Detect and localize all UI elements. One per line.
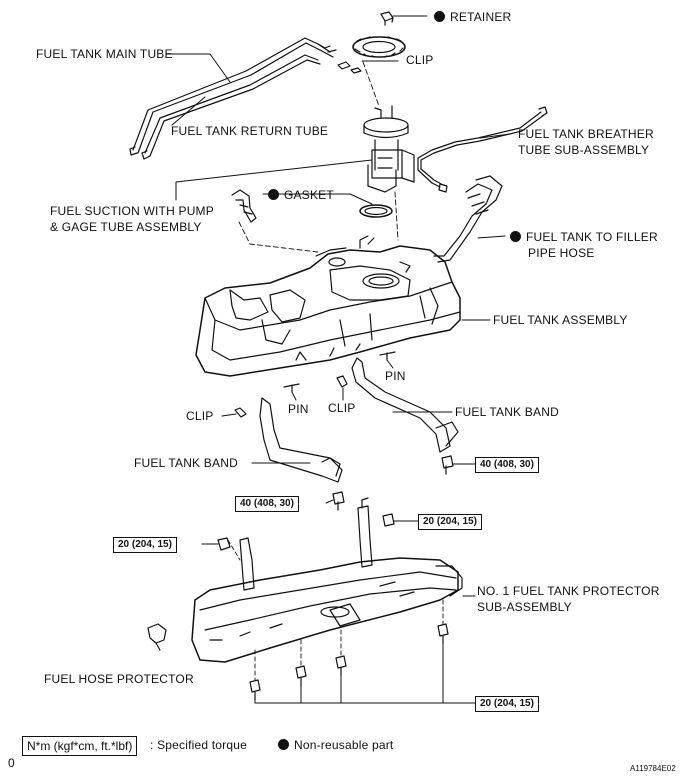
fuel-hose-piece	[231, 189, 257, 223]
band-bolt-right	[441, 455, 454, 475]
torque-protector-bottom: 20 (204, 15)	[475, 696, 539, 712]
fuel-tank-return-tube	[141, 54, 321, 160]
label-retainer: RETAINER	[434, 9, 511, 25]
label-clip-top: CLIP	[406, 53, 434, 67]
torque-protector-left: 20 (204, 15)	[113, 537, 177, 553]
band-bolt-left	[332, 491, 345, 511]
figure-id: A119784E02	[630, 764, 676, 773]
retainer-ring	[352, 36, 406, 58]
label-filler-line-2: PIPE HOSE	[528, 246, 595, 260]
torque-band-left: 40 (408, 30)	[235, 496, 299, 512]
legend-torque-box: N*m (kgf*cm, ft.*lbf)	[22, 736, 138, 756]
label-suction-line-1: FUEL SUCTION WITH PUMP	[50, 204, 214, 218]
fuel-hose-protector	[147, 623, 167, 651]
label-main-tube: FUEL TANK MAIN TUBE	[36, 47, 173, 61]
legend-torque-text: : Specified torque	[150, 738, 247, 752]
fuel-tank-main-tube	[129, 37, 337, 156]
protector-bolt-left	[217, 537, 231, 551]
label-clip-left: CLIP	[186, 409, 214, 423]
label-pin-right: PIN	[385, 369, 406, 383]
non-reusable-dot-icon	[278, 739, 289, 750]
label-hose-protector: FUEL HOSE PROTECTOR	[44, 672, 194, 686]
label-protector-line-2: SUB-ASSEMBLY	[477, 600, 572, 614]
non-reusable-dot-icon	[268, 189, 279, 200]
protector-bottom-bolts	[249, 623, 449, 701]
fuel-tank-band-left	[259, 397, 343, 483]
fuel-tank-body	[195, 235, 461, 377]
pin-left	[283, 383, 300, 393]
label-suction-line-2: & GAGE TUBE ASSEMBLY	[50, 220, 202, 234]
clip-left-part	[234, 407, 247, 418]
label-clip-mid: CLIP	[328, 401, 356, 415]
label-breather-line-2: TUBE SUB-ASSEMBLY	[518, 143, 650, 157]
label-return-tube: FUEL TANK RETURN TUBE	[171, 124, 329, 138]
torque-band-right: 40 (408, 30)	[475, 457, 539, 473]
filler-pipe-hose	[433, 175, 503, 263]
label-filler-line-1: FUEL TANK TO FILLER	[510, 229, 658, 245]
corner-mark: 0	[8, 756, 15, 770]
retainer-nut	[380, 11, 394, 26]
label-protector-line-1: NO. 1 FUEL TANK PROTECTOR	[477, 584, 660, 598]
fuel-tank-protector	[191, 497, 463, 663]
pin-right	[379, 351, 396, 361]
legend-nonreusable: Non-reusable part	[278, 737, 393, 753]
gasket-ring	[359, 204, 393, 218]
torque-protector-right: 20 (204, 15)	[418, 514, 482, 530]
protector-bolt-right	[382, 513, 395, 527]
label-band-right: FUEL TANK BAND	[455, 405, 559, 419]
label-tank-assembly: FUEL TANK ASSEMBLY	[493, 313, 628, 327]
label-gasket: GASKET	[268, 187, 334, 203]
label-breather-line-1: FUEL TANK BREATHER	[518, 127, 654, 141]
fuel-tank-band-right	[351, 357, 459, 453]
label-pin-left: PIN	[288, 402, 309, 416]
fuel-pump-assembly	[363, 105, 415, 193]
non-reusable-dot-icon	[510, 231, 521, 242]
clip-top-part	[337, 61, 362, 74]
non-reusable-dot-icon	[434, 11, 445, 22]
label-band-left: FUEL TANK BAND	[134, 456, 238, 470]
clip-mid-part	[336, 375, 348, 388]
